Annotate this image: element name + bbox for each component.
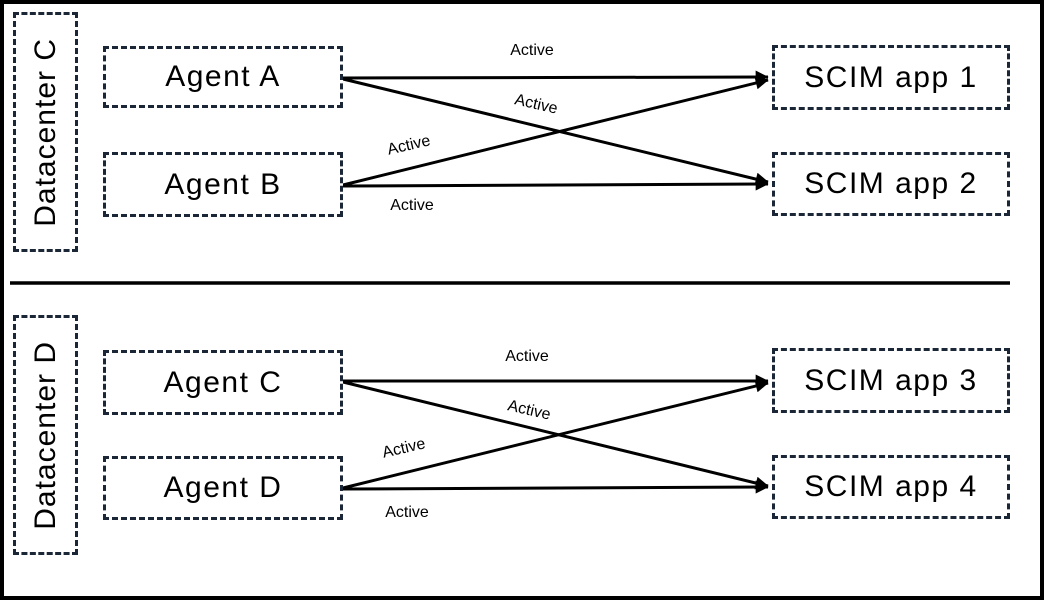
agent-c-box: Agent C xyxy=(103,350,343,415)
agent-d-label: Agent D xyxy=(163,471,283,504)
scim-app-1-box: SCIM app 1 xyxy=(772,45,1010,110)
scim-app-1-label: SCIM app 1 xyxy=(804,60,978,94)
scim-app-3-label: SCIM app 3 xyxy=(804,363,978,397)
agent-b-box: Agent B xyxy=(103,152,343,217)
agent-d-box: Agent D xyxy=(103,456,343,520)
datacenter-d-label: Datacenter D xyxy=(28,340,62,530)
scim-app-2-box: SCIM app 2 xyxy=(772,152,1010,216)
scim-app-3-box: SCIM app 3 xyxy=(772,348,1010,413)
agent-c-label: Agent C xyxy=(163,365,283,399)
connection-label-b2: Active xyxy=(390,197,434,214)
arrow-agent-b-to-scim-app-1 xyxy=(342,76,769,187)
connection-label-c3: Active xyxy=(505,348,549,365)
scim-app-2-label: SCIM app 2 xyxy=(804,167,978,200)
connection-label-d4: Active xyxy=(385,504,429,521)
agent-b-label: Agent B xyxy=(164,167,282,201)
datacenter-c-label: Datacenter C xyxy=(28,37,62,227)
arrow-agent-a-to-scim-app-2 xyxy=(342,77,769,186)
connection-label-a1: Active xyxy=(510,42,554,59)
scim-app-4-label: SCIM app 4 xyxy=(804,470,978,503)
scim-app-4-box: SCIM app 4 xyxy=(772,455,1010,519)
arrow-agent-d-to-scim-app-3 xyxy=(342,379,769,490)
datacenter-d-box: Datacenter D xyxy=(13,315,78,555)
arrow-agent-b-to-scim-app-2 xyxy=(342,177,769,191)
agent-a-box: Agent A xyxy=(103,46,343,108)
arrow-agent-d-to-scim-app-4 xyxy=(342,480,769,494)
arrow-agent-a-to-scim-app-1 xyxy=(342,70,769,84)
datacenter-c-box: Datacenter C xyxy=(13,12,78,252)
agent-a-label: Agent A xyxy=(165,60,281,93)
